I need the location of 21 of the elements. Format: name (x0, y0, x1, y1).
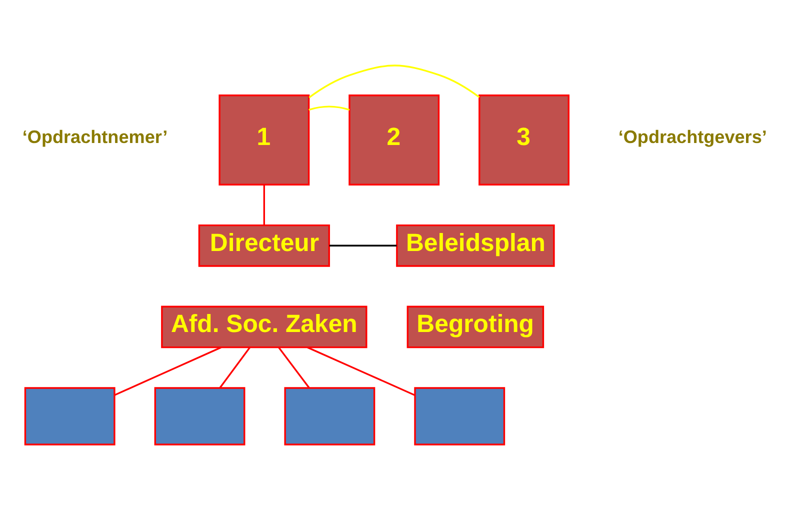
label: ‘Opdrachtnemer’ (22, 126, 168, 147)
node-box (154, 386, 246, 445)
connector (308, 64, 480, 98)
connector (219, 346, 251, 388)
node-box: 1 (218, 94, 310, 185)
node-box (414, 386, 506, 445)
connector (307, 346, 415, 396)
node-box: 2 (348, 94, 440, 185)
connector (114, 346, 222, 396)
label: ‘Opdrachtgevers’ (618, 126, 767, 147)
connector (278, 346, 310, 388)
node-box (24, 386, 116, 445)
node-box: Afd. Soc. Zaken (161, 305, 368, 348)
node-box (284, 386, 376, 445)
node-box: Beleidsplan (396, 224, 555, 266)
connector (329, 244, 397, 246)
node-box: 3 (478, 94, 570, 185)
node-box: Directeur (198, 224, 330, 266)
connector (308, 105, 350, 110)
connector (263, 184, 266, 225)
node-box: Begroting (406, 305, 544, 348)
